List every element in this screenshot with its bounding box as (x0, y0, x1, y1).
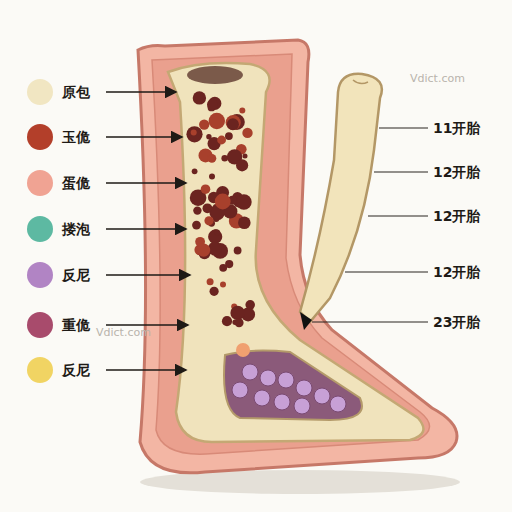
purple-cell (278, 372, 294, 388)
legend-label: 搂泡 (62, 221, 90, 238)
marrow-spot (227, 118, 239, 130)
marrow-spot (201, 184, 211, 194)
marrow-spot (197, 244, 210, 257)
legend-swatch (27, 312, 53, 338)
marrow-spot (209, 113, 225, 129)
marrow-spot (238, 217, 251, 230)
marrow-spot (219, 264, 227, 272)
marrow-spot (193, 91, 206, 104)
legend-swatch (27, 79, 53, 105)
marrow-spot (199, 119, 209, 129)
bone-detail (353, 80, 368, 84)
callout-label: 12开胎 (433, 264, 480, 281)
marrow-spot (214, 230, 220, 236)
marrow-spot (186, 126, 202, 142)
purple-cell (294, 398, 310, 414)
callout-label: 11开胎 (433, 120, 480, 137)
marrow-spot (192, 221, 201, 230)
callout-label: 12开胎 (433, 164, 480, 181)
marrow-spot (243, 154, 248, 159)
marrow-spot (217, 136, 226, 145)
marrow-spot (236, 159, 248, 171)
marrow-spot (191, 130, 197, 136)
marrow-spot (206, 134, 211, 139)
bone-tip (300, 312, 312, 330)
marrow-spot (208, 154, 217, 163)
marrow-spot (234, 247, 242, 255)
legend-swatch (27, 124, 53, 150)
legend-label: 反尼 (62, 362, 90, 379)
callout-label: 23开胎 (433, 314, 480, 331)
purple-cavity (224, 351, 362, 420)
marrow-spot (222, 316, 232, 326)
watermark: Vdict.com (410, 72, 465, 85)
marrow-spot (245, 300, 255, 310)
marrow-spot (209, 173, 215, 179)
marrow-spot (220, 282, 226, 288)
legend-label: 重佹 (62, 317, 90, 334)
marrow-spot (225, 132, 233, 140)
purple-cell (232, 382, 248, 398)
legend-swatch (27, 357, 53, 383)
marrow-spot (210, 287, 219, 296)
skin-outline (138, 40, 457, 473)
legend-label: 玉佹 (62, 129, 90, 146)
purple-cell (254, 390, 270, 406)
purple-cell (260, 370, 276, 386)
marrow-spot (230, 306, 244, 320)
marrow-spot (193, 206, 201, 214)
marrow-spot (192, 168, 198, 174)
marrow-spot (242, 128, 252, 138)
purple-cell (314, 388, 330, 404)
bone-head (187, 66, 243, 84)
marrow-spot (221, 155, 228, 162)
orange-spot (236, 343, 250, 357)
purple-cell (296, 380, 312, 396)
skin-inner (152, 54, 430, 454)
purple-cell (242, 364, 258, 380)
legend-swatch (27, 216, 53, 242)
marrow-spot (226, 115, 241, 130)
marrow-spot (203, 203, 213, 213)
marrow-spot (239, 108, 245, 114)
marrow-spot (204, 216, 213, 225)
legend-label: 蛋佹 (62, 175, 90, 192)
legend-swatch (27, 170, 53, 196)
legend-swatch (27, 262, 53, 288)
purple-cell (274, 394, 290, 410)
marrow-spot (215, 194, 231, 210)
legend-label: 反尼 (62, 267, 90, 284)
callout-label: 12开胎 (433, 208, 480, 225)
marrow-spot (235, 318, 244, 327)
marrow-spot (236, 194, 252, 210)
legend-label: 原包 (62, 84, 90, 101)
purple-cell (330, 396, 346, 412)
watermark: Vdict.com (96, 326, 151, 339)
leader-lines (312, 128, 428, 322)
marrow-spot (207, 278, 214, 285)
bone (168, 63, 423, 442)
bone-piece (300, 74, 382, 322)
marrow-spot (207, 99, 218, 110)
